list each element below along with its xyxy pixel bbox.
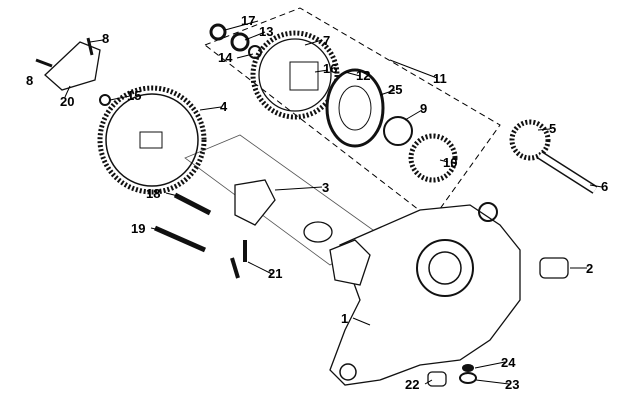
bushing-22 bbox=[427, 371, 447, 387]
callout-21: 21 bbox=[268, 266, 282, 281]
seal-17 bbox=[209, 23, 227, 41]
shaft-6-fill bbox=[538, 152, 597, 193]
crankcase-boss bbox=[478, 202, 498, 222]
callout-5: 5 bbox=[549, 121, 556, 136]
oil-pump-cover bbox=[329, 239, 371, 286]
callout-8-left: 8 bbox=[26, 73, 33, 88]
callout-11: 11 bbox=[433, 71, 447, 86]
o-ring-15 bbox=[99, 94, 111, 106]
dowel-bushing-2 bbox=[539, 257, 569, 279]
gear-hub bbox=[139, 131, 163, 149]
callout-23: 23 bbox=[505, 377, 519, 392]
bushing-9 bbox=[383, 116, 413, 146]
screw-8b bbox=[35, 58, 53, 68]
callout-15: 15 bbox=[127, 88, 141, 103]
clutch-inner bbox=[338, 85, 372, 131]
callout-1: 1 bbox=[341, 311, 348, 326]
callout-13: 13 bbox=[259, 24, 273, 39]
callout-14: 14 bbox=[218, 50, 233, 65]
assembly-group-box bbox=[203, 7, 501, 221]
callout-12: 12 bbox=[356, 68, 370, 83]
screw-8a bbox=[86, 37, 94, 56]
callout-7: 7 bbox=[323, 33, 330, 48]
screw-21b bbox=[230, 257, 240, 279]
callout-18: 18 bbox=[146, 186, 160, 201]
bolt-18 bbox=[173, 192, 212, 216]
gear-10 bbox=[408, 133, 458, 183]
washer-23 bbox=[459, 372, 477, 384]
crankcase bbox=[329, 204, 521, 386]
callout-17: 17 bbox=[241, 13, 255, 28]
callout-19: 19 bbox=[131, 221, 145, 236]
callout-25: 25 bbox=[388, 82, 402, 97]
callout-22: 22 bbox=[405, 377, 419, 392]
cover-plate-20 bbox=[44, 41, 101, 91]
seal-24 bbox=[462, 364, 474, 372]
callout-4: 4 bbox=[220, 99, 228, 114]
crankcase-mount-hole bbox=[339, 363, 357, 381]
callout-16: 16 bbox=[323, 61, 337, 76]
bolt-19 bbox=[153, 225, 207, 253]
washer-14 bbox=[248, 45, 262, 59]
gear-rim bbox=[105, 93, 199, 187]
washer-13 bbox=[230, 32, 250, 52]
gear-7-rim bbox=[258, 38, 332, 112]
callout-6: 6 bbox=[601, 179, 608, 194]
gear-5 bbox=[509, 119, 551, 161]
gear-7 bbox=[250, 30, 340, 120]
needle-bearing-16 bbox=[289, 61, 319, 91]
starter-driven-gear bbox=[97, 85, 207, 195]
callout-20: 20 bbox=[60, 94, 74, 109]
callout-10: 10 bbox=[443, 155, 457, 170]
callout-2: 2 bbox=[586, 261, 593, 276]
callout-8-top: 8 bbox=[102, 31, 109, 46]
crankcase-inner-bore bbox=[428, 251, 462, 285]
oil-pump-body bbox=[234, 179, 276, 226]
callout-24: 24 bbox=[501, 355, 516, 370]
callout-3: 3 bbox=[322, 180, 329, 195]
leader-lines bbox=[64, 20, 603, 385]
oil-pump-rotor bbox=[303, 221, 333, 243]
callout-9: 9 bbox=[420, 101, 427, 116]
one-way-clutch bbox=[325, 68, 385, 148]
crankcase-bore bbox=[416, 239, 474, 297]
